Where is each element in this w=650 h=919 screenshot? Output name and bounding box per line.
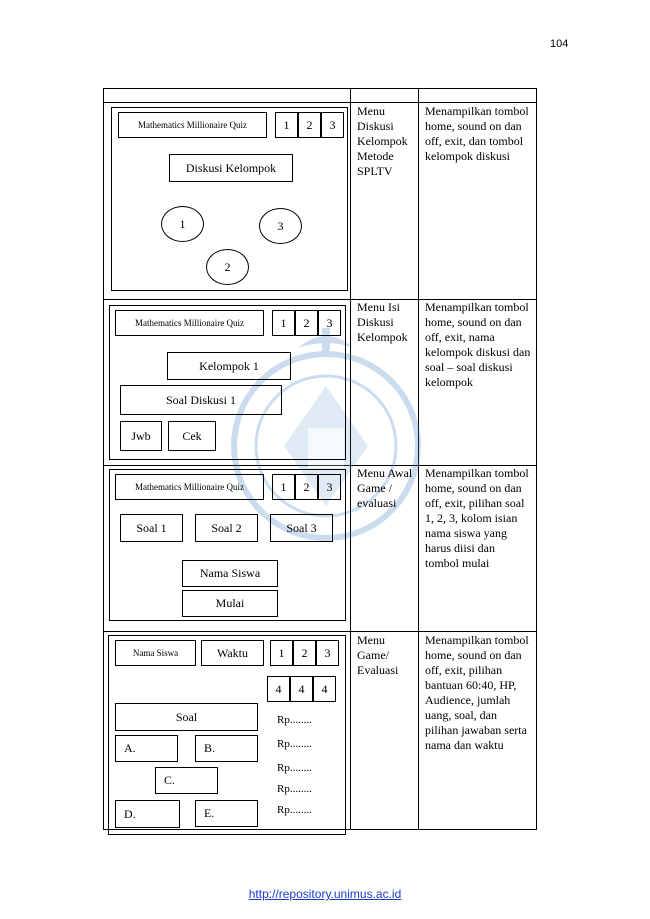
mockup-title-box: Mathematics Millionaire Quiz — [115, 474, 264, 500]
answer-a-button[interactable]: A. — [115, 735, 178, 762]
discussion-question-box: Soal Diskusi 1 — [120, 385, 282, 415]
money-level: Rp........ — [277, 783, 312, 795]
mockup-button-1[interactable]: 1 — [272, 310, 295, 336]
menu-description: Menampilkan tombol home, sound on dan of… — [425, 466, 529, 570]
table-column-divider — [418, 88, 419, 830]
check-button[interactable]: Cek — [168, 421, 216, 451]
menu-name: Menu Game/ Evaluasi — [357, 633, 399, 677]
menu-description: Menampilkan tombol home, sound on dan of… — [425, 300, 531, 389]
help-button-2[interactable]: 4 — [290, 676, 313, 702]
mockup-button-1[interactable]: 1 — [272, 474, 295, 500]
soal-1-button[interactable]: Soal 1 — [120, 514, 183, 542]
answer-e-button[interactable]: E. — [195, 800, 258, 827]
mockup-button-2[interactable]: 2 — [295, 310, 318, 336]
menu-name: Menu Isi Diskusi Kelompok — [357, 300, 408, 344]
footer-link[interactable]: http://repository.unimus.ac.id — [248, 887, 402, 901]
money-level: Rp........ — [277, 762, 312, 774]
money-level: Rp........ — [277, 714, 312, 726]
university-logo-watermark — [231, 328, 421, 541]
table-row-divider — [103, 299, 537, 300]
mockup-button-3[interactable]: 3 — [318, 474, 341, 500]
menu-description: Menampilkan tombol home, sound on dan of… — [425, 104, 529, 163]
menu-name: Menu Awal Game / evaluasi — [357, 466, 413, 510]
table-header-divider — [103, 102, 537, 103]
mockup-frame — [109, 305, 346, 460]
mockup-button-3[interactable]: 3 — [316, 640, 339, 666]
answer-button[interactable]: Jwb — [120, 421, 162, 451]
timer-box: Waktu — [201, 640, 264, 666]
start-button[interactable]: Mulai — [182, 590, 278, 617]
mockup-frame — [111, 107, 348, 291]
group-circle-2[interactable]: 2 — [206, 249, 249, 285]
student-name-box: Nama Siswa — [115, 640, 196, 666]
soal-2-button[interactable]: Soal 2 — [195, 514, 258, 542]
mockup-button-2[interactable]: 2 — [293, 640, 316, 666]
mockup-button-3[interactable]: 3 — [318, 310, 341, 336]
menu-description: Menampilkan tombol home, sound on dan of… — [425, 633, 529, 752]
table-row-divider — [103, 465, 537, 466]
answer-c-button[interactable]: C. — [155, 767, 218, 794]
mockup-button-3[interactable]: 3 — [321, 112, 344, 138]
help-button-1[interactable]: 4 — [267, 676, 290, 702]
answer-d-button[interactable]: D. — [115, 800, 180, 828]
mockup-button-1[interactable]: 1 — [270, 640, 293, 666]
mockup-title-box: Mathematics Millionaire Quiz — [115, 310, 264, 336]
mockup-button-2[interactable]: 2 — [295, 474, 318, 500]
group-circle-3[interactable]: 3 — [259, 208, 302, 244]
money-level: Rp........ — [277, 738, 312, 750]
mockup-title-box: Mathematics Millionaire Quiz — [118, 112, 267, 138]
table — [103, 88, 537, 830]
student-name-field[interactable]: Nama Siswa — [182, 560, 278, 587]
mockup-button-2[interactable]: 2 — [298, 112, 321, 138]
table-column-divider — [350, 88, 351, 830]
mockup-button-1[interactable]: 1 — [275, 112, 298, 138]
question-box: Soal — [115, 703, 258, 731]
answer-b-button[interactable]: B. — [195, 735, 258, 762]
mockup-frame — [108, 635, 346, 835]
page-number: 104 — [550, 38, 569, 50]
group-name-box: Kelompok 1 — [167, 352, 291, 380]
soal-3-button[interactable]: Soal 3 — [270, 514, 333, 542]
mockup-frame — [109, 469, 346, 621]
money-level: Rp........ — [277, 804, 312, 816]
menu-name: Menu Diskusi Kelompok Metode SPLTV — [357, 104, 408, 178]
help-button-3[interactable]: 4 — [313, 676, 336, 702]
diskusi-kelompok-button[interactable]: Diskusi Kelompok — [169, 154, 293, 182]
group-circle-1[interactable]: 1 — [161, 206, 204, 242]
table-row-divider — [103, 631, 537, 632]
